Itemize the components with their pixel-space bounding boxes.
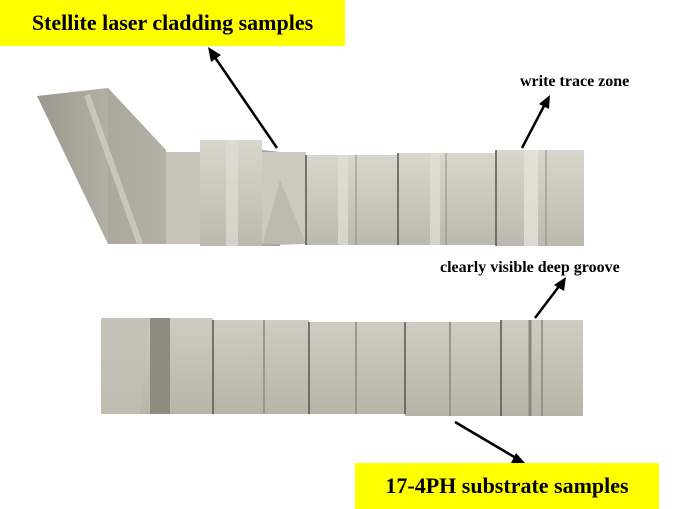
cladding-sample-6 [496, 150, 584, 246]
cladding-sample-5 [398, 153, 496, 245]
substrate-label: 17-4PH substrate samples [355, 463, 659, 509]
substrate-sample-4 [405, 322, 501, 416]
substrate-sample-2 [213, 320, 309, 414]
cladding-sample-5-trace [430, 153, 440, 245]
arrow-to-write-trace [520, 103, 547, 149]
arrow-to-cladding-label [212, 55, 279, 149]
cladding-sample-3-shade [262, 180, 306, 246]
substrate-sample-1-face [101, 318, 150, 414]
substrate-row [101, 318, 583, 416]
arrow-head-up-right [539, 95, 550, 109]
stellite-cladding-label: Stellite laser cladding samples [0, 0, 345, 46]
deep-groove-label: clearly visible deep groove [440, 259, 620, 276]
connector-block [166, 152, 202, 244]
arrow-head-groove [554, 277, 566, 291]
cladding-sample-4-trace [338, 155, 348, 245]
cladding-sample-4 [306, 155, 398, 245]
write-trace-label: write trace zone [520, 73, 630, 90]
cladding-sample-6-trace [524, 150, 538, 246]
arrow-head-up-left [208, 47, 221, 62]
annotation-arrows [208, 47, 566, 463]
wedge-sample-side [108, 88, 166, 244]
arrow-to-groove [534, 284, 561, 319]
wedge-trace-line [84, 93, 143, 246]
arrow-head-down-right [511, 453, 525, 463]
arrow-to-substrate-label [454, 420, 517, 460]
cladding-sample-2-trace [226, 140, 238, 246]
stellite-cladding-row [37, 88, 584, 246]
substrate-sample-1-groove [150, 318, 170, 414]
